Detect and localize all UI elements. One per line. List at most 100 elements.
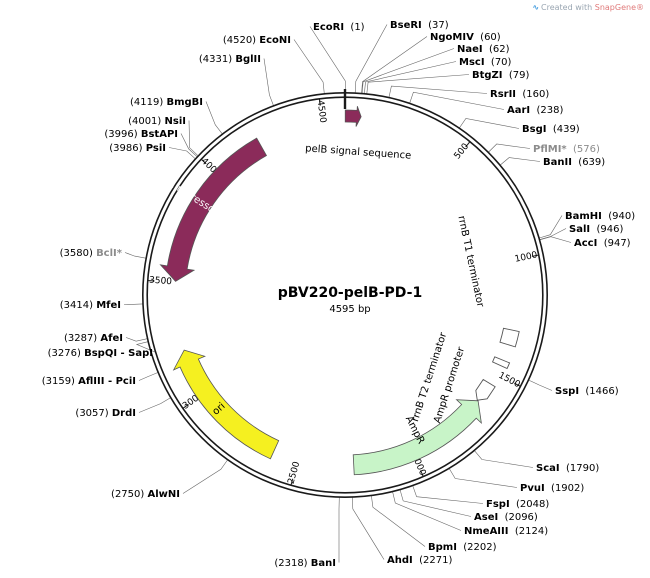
site-name: EcoNI xyxy=(259,35,291,46)
site-label: AseI (2096) xyxy=(474,512,538,523)
site-label: (3986) PsiI xyxy=(109,143,166,154)
site-asei[interactable]: AseI (2096) xyxy=(474,512,538,523)
site-ngomiv[interactable]: NgoMIV (60) xyxy=(430,32,501,43)
site-label: BpmI (2202) xyxy=(428,542,497,553)
site-position: (2750) xyxy=(111,489,144,500)
site-sspi[interactable]: SspI (1466) xyxy=(555,386,619,397)
site-name: ScaI xyxy=(536,463,560,474)
site-label: AccI (947) xyxy=(574,238,631,249)
site-leader-line xyxy=(138,397,171,413)
site-leader-line xyxy=(205,101,223,135)
site-sali[interactable]: SalI (946) xyxy=(569,224,623,235)
site-label: (4331) BglII xyxy=(199,54,261,65)
site-name: BmgBI xyxy=(166,97,203,108)
site-name: NsiI xyxy=(165,116,186,127)
site-ecori[interactable]: EcoRI (1) xyxy=(313,22,365,33)
site-position: (2048) xyxy=(516,499,549,510)
site-rsrii[interactable]: RsrII (160) xyxy=(490,89,549,100)
site-position: (576) xyxy=(573,144,600,155)
site-leader-line xyxy=(399,489,472,517)
site-ahdi[interactable]: AhdI (2271) xyxy=(387,555,452,566)
site-pvui[interactable]: PvuI (1902) xyxy=(520,483,584,494)
rrnb-t1-terminator-box xyxy=(499,327,520,348)
site-name: AflIII - PciI xyxy=(78,376,136,387)
site-position: (60) xyxy=(480,32,501,43)
site-fspi[interactable]: FspI (2048) xyxy=(486,499,549,510)
site-bglii[interactable]: (4331) BglII xyxy=(199,54,261,65)
rrnb-t2-terminator-box xyxy=(491,356,511,370)
site-position: (946) xyxy=(596,224,623,235)
site-econi[interactable]: (4520) EcoNI xyxy=(223,35,291,46)
site-position: (3159) xyxy=(42,376,75,387)
site-afei[interactable]: (3287) AfeI xyxy=(64,333,123,344)
site-aari[interactable]: AarI (238) xyxy=(507,105,563,116)
tick-mark xyxy=(182,404,189,409)
site-naei[interactable]: NaeI (62) xyxy=(457,44,510,55)
pelb-signal-sequence-label: pelB signal sequence xyxy=(305,143,412,161)
site-nsii[interactable]: (4001) NsiI xyxy=(128,116,186,127)
site-bpmi[interactable]: BpmI (2202) xyxy=(428,542,497,553)
site-scai[interactable]: ScaI (1790) xyxy=(536,463,599,474)
site-position: (3414) xyxy=(60,300,93,311)
site-leader-line xyxy=(449,468,518,488)
site-bseri[interactable]: BseRI (37) xyxy=(390,20,449,31)
site-bstapi[interactable]: (3996) BstAPI xyxy=(104,129,178,140)
site-name: BtgZI xyxy=(472,70,503,81)
site-acci[interactable]: AccI (947) xyxy=(574,238,631,249)
tick-label: 4500 xyxy=(315,100,328,124)
site-name: BanII xyxy=(543,157,572,168)
site-name: RsrII xyxy=(490,89,516,100)
restriction-sites: EcoRI (1) (4520) EcoNI (4331) BglII (4119) … xyxy=(42,20,636,569)
tick-label: 500 xyxy=(453,142,472,162)
site-btgzi[interactable]: BtgZI (79) xyxy=(472,70,530,81)
site-label: (2318) BanI xyxy=(274,558,336,569)
site-name: AlwNI xyxy=(148,489,181,500)
site-bamhi[interactable]: BamHI (940) xyxy=(565,211,635,222)
site-leader-line xyxy=(539,236,572,243)
site-bspqi-sapi[interactable]: (3276) BspQI - SapI xyxy=(48,348,153,359)
site-leader-line xyxy=(392,491,462,531)
site-leader-line xyxy=(124,252,146,259)
site-leader-line xyxy=(364,61,457,94)
site-pflmi[interactable]: PflMI* (576) xyxy=(533,144,600,155)
site-psii[interactable]: (3986) PsiI xyxy=(109,143,166,154)
site-bsgi[interactable]: BsgI (439) xyxy=(522,124,580,135)
pelb-signal-sequence-arrow xyxy=(344,106,362,127)
watermark: ∿Created with SnapGene® xyxy=(532,3,644,12)
site-leader-line xyxy=(361,48,455,94)
site-leader-line xyxy=(352,497,385,560)
watermark-brand: SnapGene® xyxy=(594,3,644,12)
site-label: BtgZI (79) xyxy=(472,70,530,81)
site-alwni[interactable]: (2750) AlwNI xyxy=(111,489,180,500)
leader-lines xyxy=(123,24,572,563)
site-name: BstAPI xyxy=(141,129,178,140)
tick-mark xyxy=(420,470,424,478)
site-afliii-pcii[interactable]: (3159) AflIII - PciI xyxy=(42,376,136,387)
tick-label: 3500 xyxy=(149,276,173,288)
site-position: (4001) xyxy=(128,116,161,127)
site-name: PvuI xyxy=(520,483,545,494)
site-position: (2271) xyxy=(419,555,452,566)
site-drdi[interactable]: (3057) DrdI xyxy=(75,408,136,419)
site-mfei[interactable]: (3414) MfeI xyxy=(60,300,121,311)
site-name: BclI* xyxy=(96,248,123,259)
site-label: (3414) MfeI xyxy=(60,300,121,311)
tick-mark xyxy=(531,254,540,257)
ampr-promoter-arrow xyxy=(475,378,496,401)
site-position: (2096) xyxy=(505,512,538,523)
site-nmeaiii[interactable]: NmeAIII (2124) xyxy=(464,526,548,537)
site-name: AhdI xyxy=(387,555,413,566)
site-label: AarI (238) xyxy=(507,105,563,116)
site-position: (3057) xyxy=(75,408,108,419)
site-banii[interactable]: BanII (639) xyxy=(543,157,605,168)
site-position: (62) xyxy=(489,44,510,55)
tick-mark xyxy=(290,478,294,486)
site-bmgbi[interactable]: (4119) BmgBI xyxy=(130,97,203,108)
site-name: FspI xyxy=(486,499,510,510)
site-position: (2124) xyxy=(515,526,548,537)
site-label: PvuI (1902) xyxy=(520,483,584,494)
site-bcli[interactable]: (3580) BclI* xyxy=(60,248,123,259)
site-bani[interactable]: (2318) BanI xyxy=(274,558,336,569)
site-msci[interactable]: MscI (70) xyxy=(459,57,512,68)
site-leader-line xyxy=(180,133,198,157)
